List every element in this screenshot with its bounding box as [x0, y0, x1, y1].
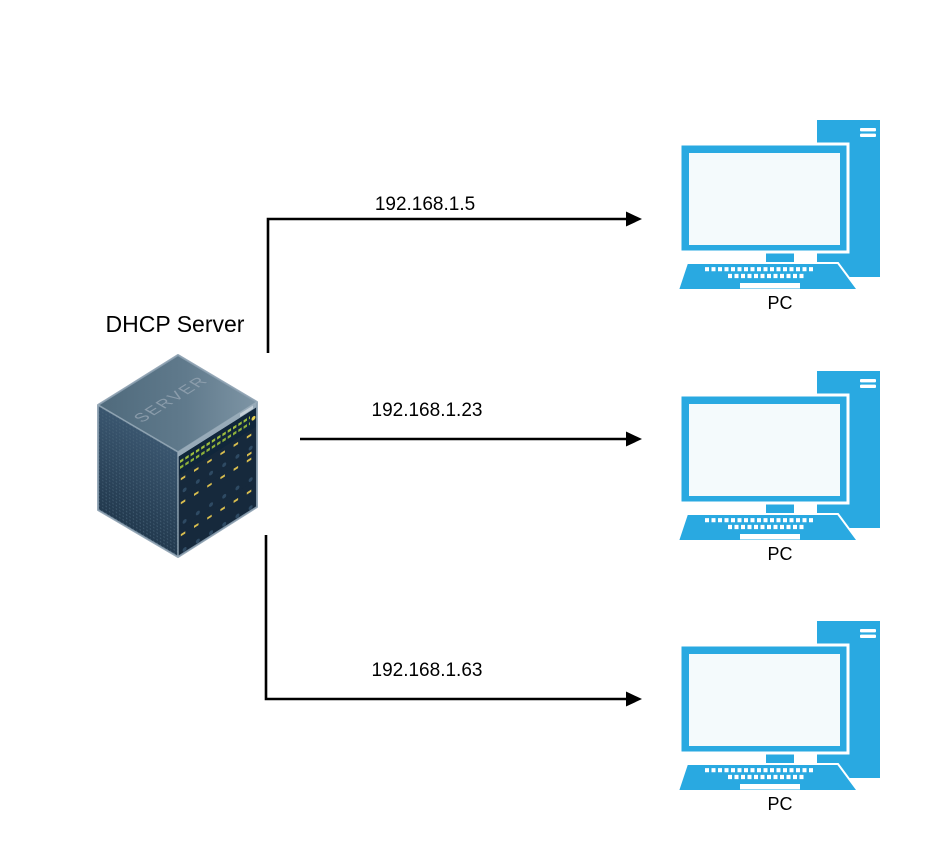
pc-screen — [689, 404, 840, 496]
connector-arrow-1 — [266, 211, 642, 353]
arrowhead-1-icon — [626, 211, 642, 227]
pc-icon — [678, 371, 880, 542]
server-left-face — [98, 405, 178, 557]
pc-keyboard — [678, 513, 860, 542]
pc-monitor — [678, 142, 850, 254]
pc-keyboard — [678, 262, 860, 291]
pc-monitor-stand — [766, 252, 794, 263]
ip-label-1: 192.168.1.5 — [374, 194, 476, 215]
pc-icon — [678, 120, 880, 291]
pc-label-3: PC — [767, 794, 793, 814]
pc-monitor — [678, 643, 850, 755]
ip-label-3: 192.168.1.63 — [371, 660, 483, 681]
arrowhead-3-icon — [626, 691, 642, 707]
dhcp-server-icon: SERVER — [97, 354, 259, 558]
pc-tower-lines-icon — [860, 128, 876, 137]
pc-node-1: PC — [678, 116, 882, 316]
pc-screen — [689, 153, 840, 245]
connector-arrow-2 — [300, 431, 642, 447]
pc-keyboard — [678, 763, 860, 792]
pc-monitor-stand — [766, 503, 794, 514]
pc-icon — [678, 621, 880, 792]
arrowhead-2-icon — [626, 431, 642, 447]
server-front-face — [178, 402, 259, 557]
pc-label-1: PC — [767, 293, 793, 313]
connector-arrow-3 — [264, 535, 642, 707]
pc-tower-lines-icon — [860, 629, 876, 638]
pc-screen — [689, 654, 840, 746]
pc-monitor — [678, 393, 850, 505]
pc-label-2: PC — [767, 544, 793, 564]
dhcp-server-label: DHCP Server — [105, 311, 245, 337]
pc-node-2: PC — [678, 367, 882, 567]
ip-label-2: 192.168.1.23 — [371, 400, 483, 421]
pc-monitor-stand — [766, 753, 794, 764]
server-edges — [97, 354, 258, 558]
pc-node-3: PC — [678, 617, 882, 817]
pc-tower-lines-icon — [860, 379, 876, 388]
